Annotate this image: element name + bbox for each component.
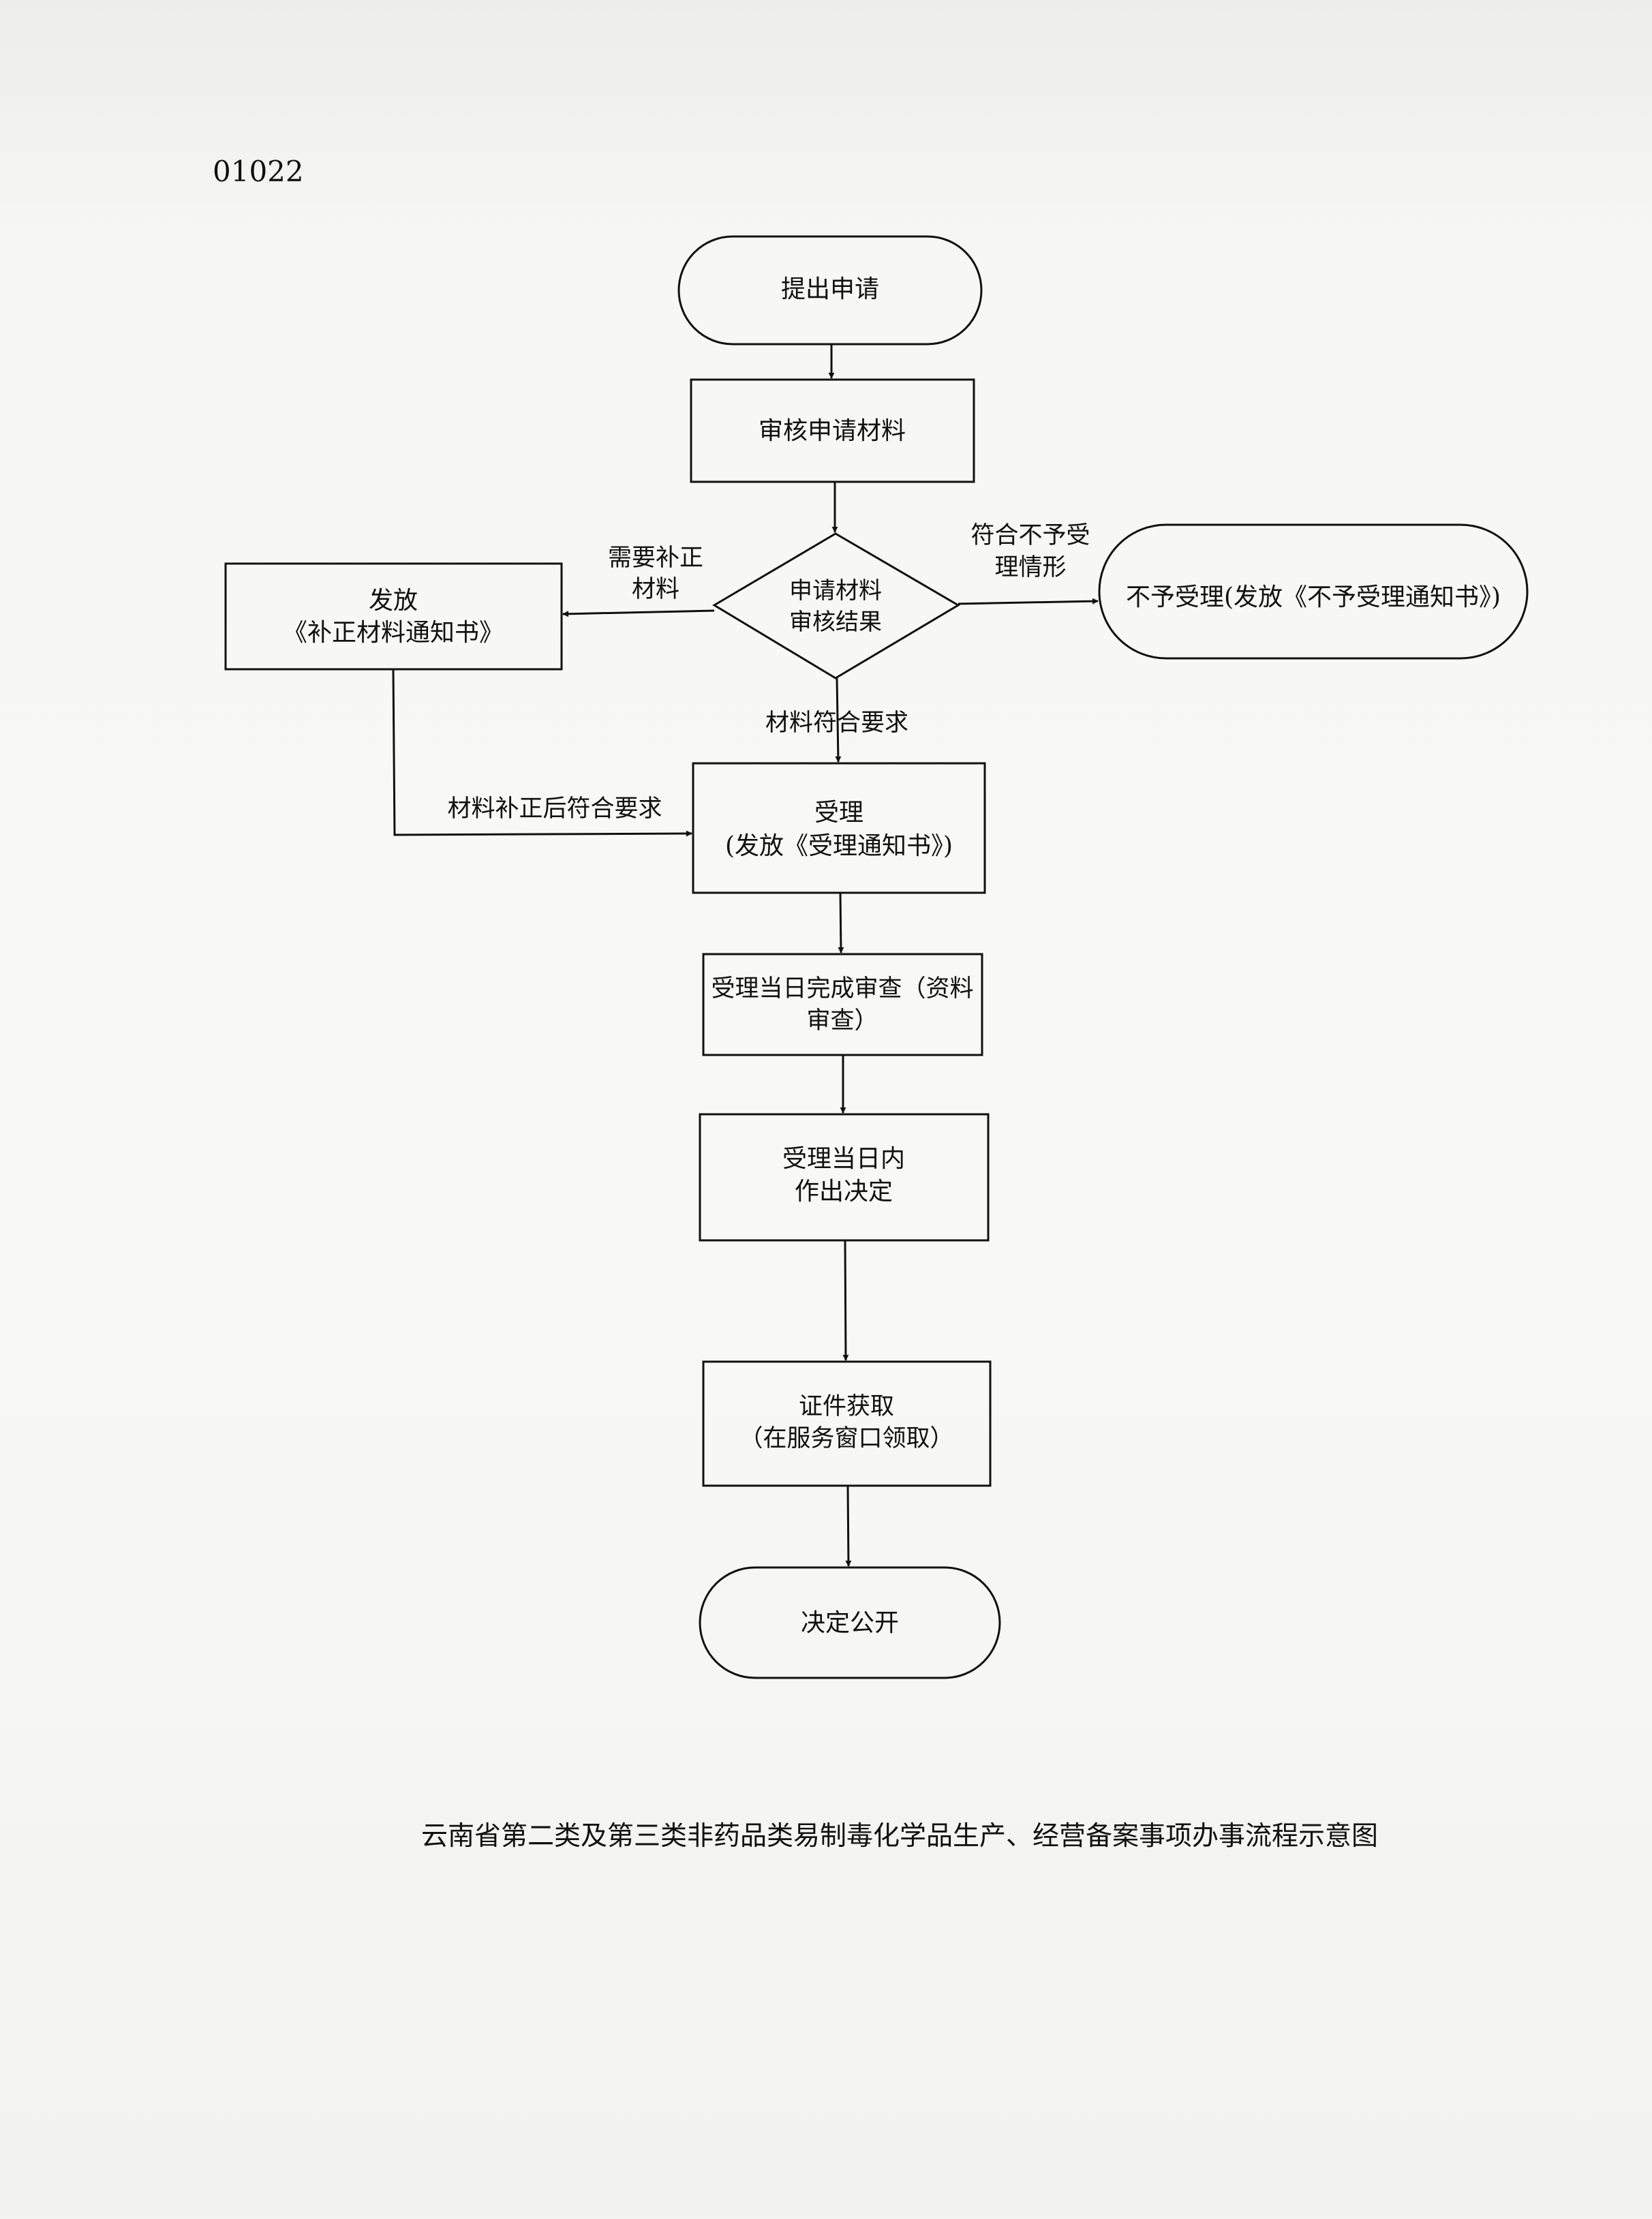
diagram-caption: 云南省第二类及第三类非药品类易制毒化学品生产、经营备案事项办事流程示意图 (421, 1821, 1378, 1852)
check-label-2: 审查） (806, 1007, 878, 1035)
certificate-label-2: （在服务窗口领取） (739, 1425, 953, 1452)
decide-label-2: 作出决定 (795, 1178, 893, 1206)
supplement-label-1: 发放 (369, 587, 418, 615)
edge-label-need-supplement-2: 材料 (632, 576, 679, 603)
certificate-label-1: 证件获取 (799, 1393, 894, 1420)
start-terminator (677, 235, 983, 346)
supplement-box (224, 562, 563, 671)
decision-diamond (712, 532, 960, 679)
decision-label-2: 审核结果 (789, 609, 882, 636)
arrow-supplement-accept (392, 669, 692, 837)
accept-box (692, 762, 986, 894)
decide-box (699, 1113, 990, 1242)
accept-label-1: 受理 (814, 799, 863, 827)
review-box (690, 378, 975, 483)
arrow-decision-accept (835, 677, 842, 763)
review-label: 审核申请材料 (759, 417, 906, 445)
certificate-box (702, 1360, 992, 1487)
start-label: 提出申请 (781, 275, 879, 303)
arrow-accept-check (838, 892, 844, 953)
reject-terminator (1098, 523, 1529, 660)
publish-label: 决定公开 (801, 1609, 899, 1637)
decision-label-1: 申请材料 (789, 577, 882, 605)
edge-label-after-supplement: 材料补正后符合要求 (447, 795, 662, 823)
edge-label-need-supplement-1: 需要补正 (608, 545, 703, 572)
arrow-decision-reject (958, 598, 1099, 605)
edge-label-no-accept-1: 符合不予受 (970, 522, 1090, 549)
decide-label-1: 受理当日内 (782, 1145, 905, 1173)
reject-label: 不予受理(发放《不予受理通知书》) (1126, 583, 1501, 611)
accept-label-2: (发放《受理通知书》) (725, 832, 953, 860)
check-label-1: 受理当日完成审查（资料 (711, 975, 973, 1003)
edge-label-meets: 材料符合要求 (765, 709, 908, 737)
check-box (702, 953, 983, 1056)
supplement-label-2: 《补正材料通知书》 (283, 619, 504, 647)
arrow-decision-supplement (562, 609, 715, 617)
doc-code: 01022 (213, 155, 304, 188)
publish-terminator (699, 1566, 1001, 1679)
arrow-decide-certificate (842, 1240, 849, 1361)
edge-label-no-accept-2: 理情形 (994, 554, 1066, 581)
